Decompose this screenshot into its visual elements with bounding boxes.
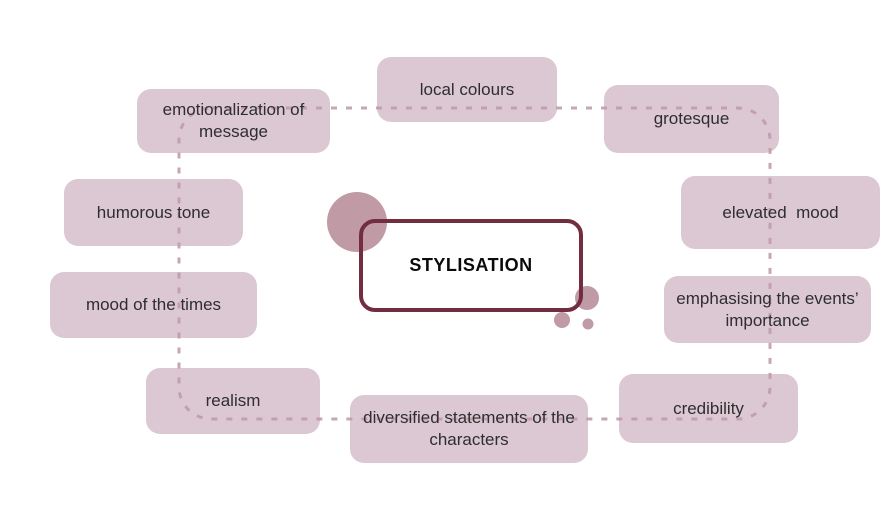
node-diversified-statements: diversified statements of the characters [350,395,588,463]
node-credibility: credibility [619,374,798,443]
node-humorous-tone: humorous tone [64,179,243,246]
dashed-connector-ring [177,106,772,421]
decor-circle-large [327,192,387,252]
decor-circle-small [554,312,570,328]
node-elevated-mood: elevated mood [681,176,880,249]
node-mood-of-the-times: mood of the times [50,272,257,338]
node-emotionalization-of-message: emotionalization of message [137,89,330,153]
center-box: STYLISATION [359,219,583,312]
center-box-fill [359,219,583,312]
node-grotesque: grotesque [604,85,779,153]
decor-circle-tiny [582,318,594,330]
node-local-colours: local colours [377,57,557,122]
node-emphasising-events-importance: emphasising the events’ importance [664,276,871,343]
center-title: STYLISATION [409,255,533,275]
node-realism: realism [146,368,320,434]
